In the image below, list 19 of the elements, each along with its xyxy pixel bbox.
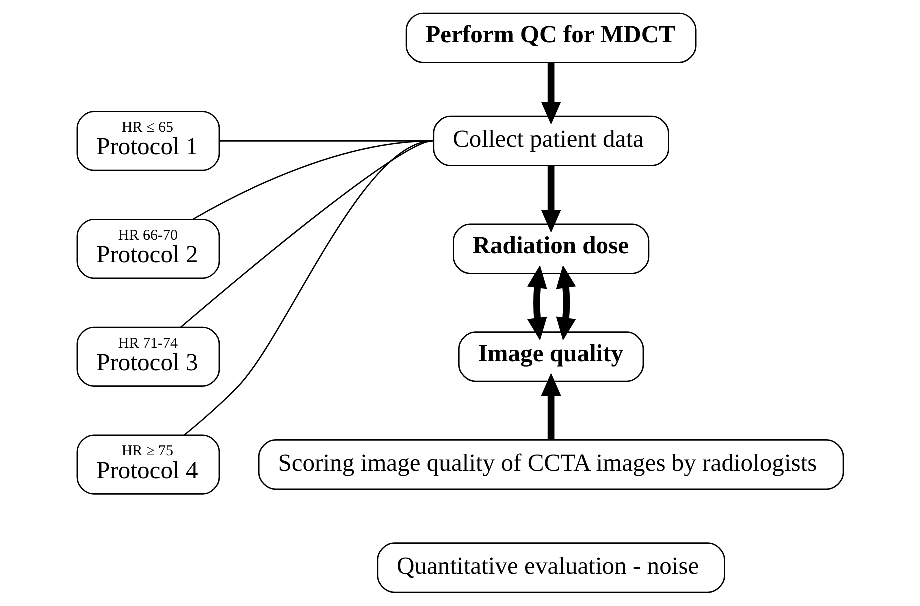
arrow — [526, 265, 547, 341]
node-box: HR ≤ 65 Protocol 1 — [76, 111, 220, 172]
connector — [184, 140, 432, 436]
arrow — [556, 265, 576, 341]
arrow — [540, 166, 561, 233]
node-box: HR 66-70 Protocol 2 — [76, 219, 220, 280]
node-box: Radiation dose — [452, 224, 650, 274]
arrow — [540, 373, 561, 440]
node-box: Perform QC for MDCT — [405, 12, 696, 64]
connector — [192, 140, 432, 220]
arrow — [540, 62, 561, 125]
connector — [219, 140, 434, 142]
node-box: Image quality — [458, 332, 644, 382]
connector — [180, 140, 432, 328]
node-box: Collect patient data — [432, 116, 669, 166]
node-box: HR ≥ 75 Protocol 4 — [76, 434, 220, 495]
node-box: Scoring image quality of CCTA images by radiologists — [258, 440, 844, 490]
node-box: Quantitative evaluation - noise — [376, 542, 725, 594]
node-box: HR 71-74 Protocol 3 — [76, 326, 220, 387]
